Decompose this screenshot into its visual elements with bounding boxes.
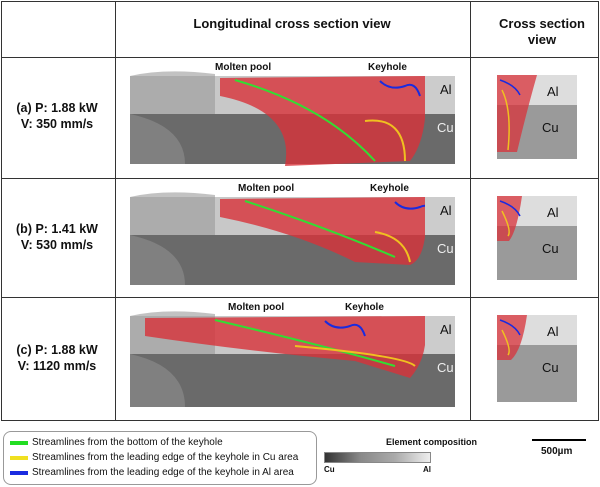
streamline-legend: Streamlines from the bottom of the keyho… [3, 431, 317, 485]
longitudinal-section-image [130, 192, 455, 285]
molten-pool-label: Molten pool [238, 183, 295, 194]
molten-pool-label: Molten pool [215, 62, 272, 73]
legend-label: Streamlines from the leading edge of the… [32, 467, 294, 478]
row-label: (a) P: 1.88 kW V: 350 mm/s [0, 100, 114, 132]
molten-pool-label: Molten pool [228, 302, 285, 313]
blue-swatch-icon [10, 470, 28, 475]
legend-label: Streamlines from the bottom of the keyho… [32, 437, 223, 448]
al-label: Al [547, 324, 559, 339]
green-swatch-icon [10, 440, 28, 445]
row-label: (b) P: 1.41 kW V: 530 mm/s [0, 221, 114, 253]
composition-max: Al [423, 465, 431, 474]
cross-section-image [497, 75, 577, 159]
al-label: Al [547, 205, 559, 220]
scale-line [532, 439, 586, 441]
yellow-swatch-icon [10, 455, 28, 460]
cross-section-image [497, 196, 577, 280]
speed-label: V: 350 mm/s [20, 117, 94, 131]
al-label: Al [440, 322, 452, 337]
al-label: Al [440, 203, 452, 218]
divider [115, 2, 116, 420]
header-longitudinal: Longitudinal cross section view [193, 16, 391, 31]
speed-label: V: 530 mm/s [20, 238, 94, 252]
al-label: Al [547, 84, 559, 99]
divider [470, 2, 471, 420]
scale-label: 500µm [541, 446, 573, 457]
cross-section-image [497, 315, 577, 402]
header-cross: Cross section view [499, 16, 585, 47]
divider [2, 297, 598, 298]
keyhole-label: Keyhole [370, 183, 409, 194]
composition-min: Cu [324, 465, 335, 474]
keyhole-label: Keyhole [368, 62, 407, 73]
longitudinal-section-image [130, 311, 455, 407]
cu-label: Cu [542, 120, 559, 135]
legend-item: Streamlines from the bottom of the keyho… [10, 435, 310, 450]
cu-label: Cu [542, 241, 559, 256]
cu-label: Cu [437, 241, 454, 256]
legend-label: Streamlines from the leading edge of the… [32, 452, 299, 463]
power-label: (b) P: 1.41 kW [16, 222, 98, 236]
longitudinal-section-image [130, 71, 455, 166]
composition-gradient [324, 452, 431, 463]
keyhole-label: Keyhole [345, 302, 384, 313]
al-label: Al [440, 82, 452, 97]
divider [2, 57, 598, 58]
cu-label: Cu [542, 360, 559, 375]
speed-label: V: 1120 mm/s [17, 358, 97, 373]
power-label: (c) P: 1.88 kW [16, 342, 98, 357]
legend-item: Streamlines from the leading edge of the… [10, 450, 310, 465]
divider [2, 178, 598, 179]
legend-item: Streamlines from the leading edge of the… [10, 465, 310, 480]
composition-title: Element composition [386, 437, 478, 447]
power-label: (a) P: 1.88 kW [16, 101, 98, 115]
figure-table: Longitudinal cross section view Cross se… [1, 1, 599, 421]
cu-label: Cu [437, 120, 454, 135]
cu-label: Cu [437, 360, 454, 375]
